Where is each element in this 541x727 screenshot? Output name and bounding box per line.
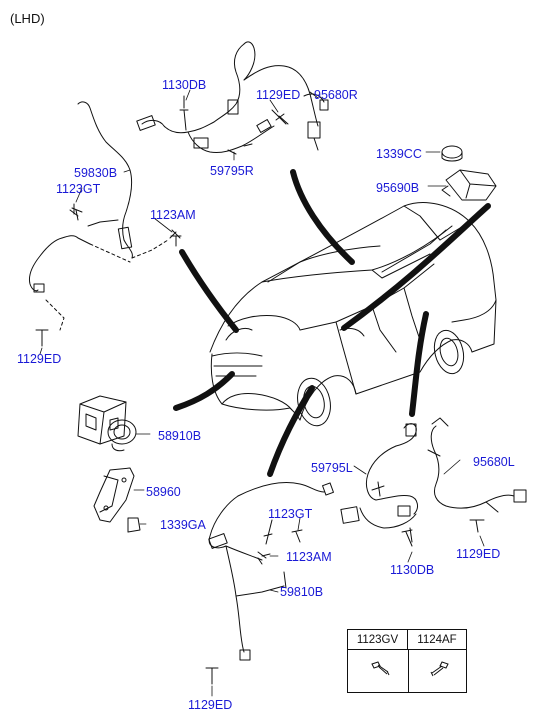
legend-divider bbox=[408, 650, 409, 692]
sensor-59830B bbox=[29, 101, 181, 331]
part-label-58910B: 58910B bbox=[158, 429, 202, 443]
part-label-95680L: 95680L bbox=[473, 455, 515, 469]
harness-59795L bbox=[340, 423, 418, 543]
bracket-58960 bbox=[93, 467, 141, 533]
drive-side-note: (LHD) bbox=[10, 11, 45, 26]
part-label-1129ED-left: 1129ED bbox=[17, 352, 62, 366]
harness-59810B bbox=[208, 482, 334, 661]
part-label-1123GT-mid: 1123GT bbox=[268, 507, 313, 521]
part-label-95680R: 95680R bbox=[314, 88, 358, 102]
pointer-stripes bbox=[173, 169, 491, 477]
part-label-1339GA: 1339GA bbox=[160, 518, 206, 532]
part-label-59795R: 59795R bbox=[210, 164, 254, 178]
legend-header-1123GV: 1123GV bbox=[348, 630, 408, 650]
part-label-1130DB-top: 1130DB bbox=[162, 78, 207, 92]
part-label-1123AM-left: 1123AM bbox=[150, 208, 196, 222]
yaw-sensor-95690B bbox=[441, 145, 497, 201]
part-label-59795L: 59795L bbox=[311, 461, 353, 475]
harness-59795R bbox=[136, 41, 329, 155]
hecu-58910B bbox=[77, 395, 137, 452]
part-label-1129ED-right: 1129ED bbox=[456, 547, 501, 561]
part-label-59810B: 59810B bbox=[280, 585, 324, 599]
part-label-58960: 58960 bbox=[146, 485, 181, 499]
sensor-95680L bbox=[427, 417, 527, 513]
part-label-1130DB-bottom: 1130DB bbox=[390, 563, 435, 577]
legend-header-1124AF: 1124AF bbox=[408, 630, 466, 650]
bolts bbox=[35, 95, 485, 685]
bolt-1123GV-icon bbox=[371, 661, 390, 676]
part-label-1129ED-bottom: 1129ED bbox=[188, 698, 233, 712]
part-label-1339CC: 1339CC bbox=[376, 147, 422, 161]
part-label-95690B: 95690B bbox=[376, 181, 420, 195]
bolt-1124AF-icon bbox=[430, 661, 449, 677]
bolt-legend-table: 1123GV 1124AF bbox=[347, 629, 467, 693]
part-label-1129ED-top: 1129ED bbox=[256, 88, 301, 102]
part-label-1123AM-mid: 1123AM bbox=[286, 550, 332, 564]
leader-lines bbox=[39, 89, 485, 697]
part-label-1123GT-left: 1123GT bbox=[56, 182, 101, 196]
part-label-59830B: 59830B bbox=[74, 166, 118, 180]
